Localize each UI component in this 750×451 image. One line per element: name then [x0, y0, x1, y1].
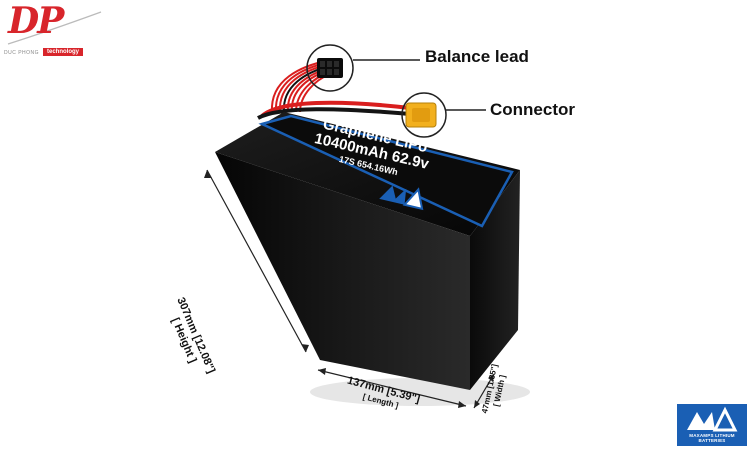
dp-logo-letters: DP [8, 0, 64, 42]
battery-front-face [215, 152, 470, 390]
dp-logo-subtitle: DUC PHONG [4, 50, 40, 56]
dp-logo-tagline: technology [43, 48, 84, 56]
height-dimension-arrow [204, 169, 309, 353]
balance-lead-label: Balance lead [425, 47, 529, 66]
xt-connector [405, 102, 437, 128]
maxamps-label-logo-icon [379, 185, 424, 211]
dp-logo [6, 2, 106, 62]
maxamps-brand-logo [677, 404, 747, 446]
maxamps-logo-icon [687, 406, 738, 432]
shadow [310, 378, 530, 406]
connector-label: Connector [490, 100, 575, 119]
length-dimension-arrow [317, 368, 467, 408]
balance-connector-plug [317, 58, 343, 78]
dp-logo-swoosh-icon [7, 11, 102, 45]
main-power-wires [257, 100, 411, 120]
width-dimension-arrow [473, 373, 495, 409]
maxamps-brand-tagline: MAXAMPS LITHIUM BATTERIES [689, 433, 735, 443]
balance-lead-callout-circle [306, 44, 354, 92]
connector-callout-circle [401, 92, 447, 138]
battery-label [258, 114, 514, 228]
